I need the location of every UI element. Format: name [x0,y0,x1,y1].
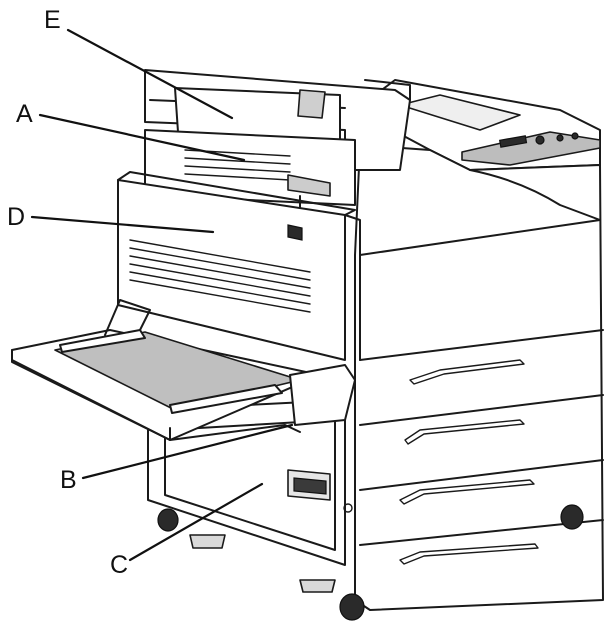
callout-d: D [7,203,25,231]
leader-lines [30,28,294,562]
multipurpose-feeder [11,299,356,441]
callout-labels: E A D B C [7,6,128,579]
leader-line-e [66,28,234,120]
leader-line-c [128,482,264,562]
leader-line-d [30,215,215,234]
leader-line-a [38,113,246,162]
callout-a: A [16,100,33,128]
callout-c: C [110,551,128,579]
lower-cabinet [147,399,353,566]
callout-e: E [44,6,61,34]
door-d [117,171,361,361]
door-d-vents [129,239,311,313]
casters [157,504,584,621]
leader-line-b [81,423,294,480]
control-panel [461,131,601,166]
callout-b: B [60,466,77,494]
top-unit [144,69,411,171]
